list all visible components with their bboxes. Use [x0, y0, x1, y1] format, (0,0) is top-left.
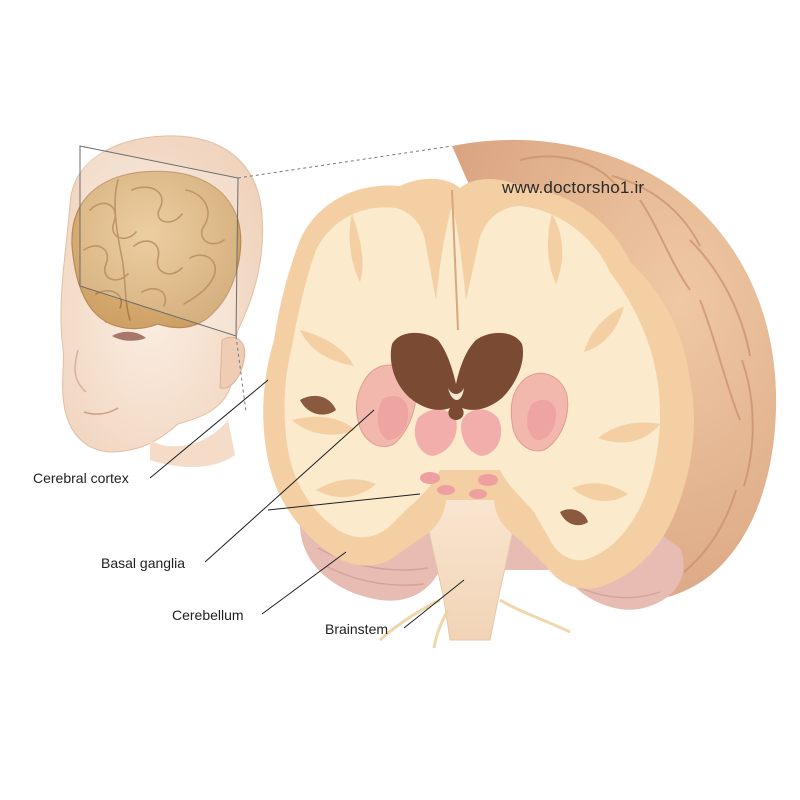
neck: [150, 420, 235, 467]
septum-highlight: [448, 388, 464, 400]
eye: [112, 331, 146, 341]
basal-ganglia-structures: [355, 364, 569, 499]
label-cerebellum: Cerebellum: [172, 607, 244, 623]
projection-lines: [235, 145, 453, 413]
leader-line-brainstem: [403, 579, 465, 629]
lateral-ventricles: [390, 332, 524, 420]
small-brain-gyri: [83, 179, 225, 321]
cranial-nerves: [378, 598, 571, 649]
longitudinal-fissure: [451, 189, 459, 331]
label-basal-ganglia: Basal ganglia: [101, 555, 186, 571]
mouth: [83, 407, 119, 415]
temporal-horn-left: [300, 395, 336, 415]
leader-line-cerebral-cortex: [149, 379, 269, 479]
label-cerebral-cortex: Cerebral cortex: [33, 470, 129, 486]
coronal-section: [263, 139, 777, 649]
sulci: [292, 214, 660, 502]
label-brainstem: Brainstem: [325, 621, 389, 637]
surface-gyri: [519, 155, 754, 573]
watermark: www.doctorsho1.ir: [502, 178, 645, 197]
nose: [74, 349, 87, 393]
ear: [219, 336, 246, 389]
head-illustration: [60, 135, 264, 467]
leader-line-cerebellum: [261, 551, 347, 615]
temporal-horn-right: [560, 509, 588, 526]
leader-line-basal-ganglia-branch: [267, 493, 421, 511]
leader-lines: [149, 379, 465, 629]
leader-line-basal-ganglia: [204, 409, 375, 563]
